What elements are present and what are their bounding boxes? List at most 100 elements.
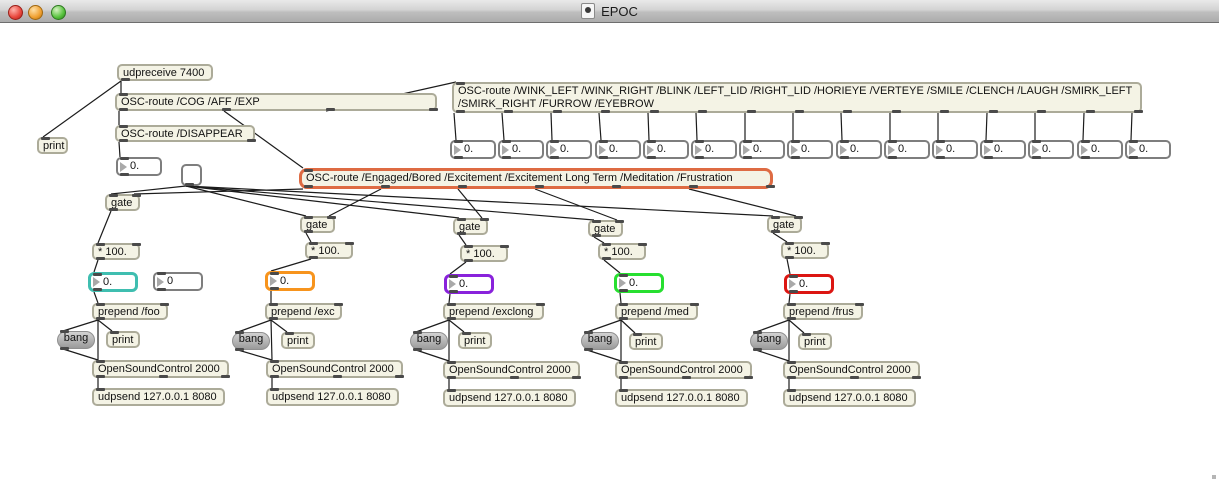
outlet-mark [888,156,897,159]
object-print-1[interactable]: print [106,331,140,348]
object-gate-2[interactable]: gate [300,216,336,233]
outlet-mark [221,375,230,378]
message-bang-1[interactable]: bang [57,330,95,350]
box-label: OpenSoundControl 2000 [789,364,911,376]
object-prepend-exc[interactable]: prepend /exc [265,303,343,320]
message-bang-2[interactable]: bang [232,331,270,351]
object-mult-1[interactable]: * 100. [92,243,141,260]
box-label: gate [306,219,328,231]
object-udpsend-3[interactable]: udpsend 127.0.0.1 8080 [443,389,576,407]
object-osc-3[interactable]: OpenSoundControl 2000 [443,361,581,379]
title-bar[interactable]: EPOC [0,0,1219,23]
box-label: bang [63,332,89,344]
object-print-3[interactable]: print [458,332,492,349]
message-bang-3[interactable]: bang [410,331,448,351]
object-print-2[interactable]: print [281,332,315,349]
message-bang-5[interactable]: bang [750,331,788,351]
outlet-mark [96,317,105,320]
message-bang-4[interactable]: bang [581,331,619,351]
numbox-row-11[interactable]: 0. [932,140,978,159]
object-oscroute-affectiv[interactable]: OSC-route /Engaged/Bored /Excitement /Ex… [299,168,775,189]
object-osc-1[interactable]: OpenSoundControl 2000 [92,360,230,378]
inlet-mark [1129,140,1138,143]
numbox-exclong[interactable]: 0. [444,274,494,294]
box-label: OSC-route /Engaged/Bored /Excitement /Ex… [306,172,733,184]
object-prepend-exclong[interactable]: prepend /exclong [443,303,545,320]
outlet-mark [647,156,656,159]
patch-cord [97,319,113,332]
inlet-mark [888,140,897,143]
outlet-mark [304,230,313,233]
object-prepend-med[interactable]: prepend /med [615,303,699,320]
numbox-int[interactable]: 0 [153,272,203,291]
object-mult-4[interactable]: * 100. [598,243,647,260]
object-osc-4[interactable]: OpenSoundControl 2000 [615,361,753,379]
object-mult-5[interactable]: * 100. [781,242,830,259]
object-udpreceive[interactable]: udpreceive 7400 [117,64,213,81]
numbox-row-10[interactable]: 0. [884,140,930,159]
number-triangle-icon [449,279,456,289]
numbox-row-4[interactable]: 0. [595,140,641,159]
minimize-button[interactable] [28,5,43,20]
blank-button[interactable] [181,164,202,186]
resize-grip[interactable] [1212,475,1216,479]
numbox-row-2[interactable]: 0. [498,140,544,159]
outlet-mark [235,348,244,351]
numbox-exc[interactable]: 0. [265,271,315,291]
numbox-disappear[interactable]: 0. [116,157,162,176]
object-print-4[interactable]: print [629,333,663,350]
number-value: 0. [850,143,860,155]
object-osc-5[interactable]: OpenSoundControl 2000 [783,361,921,379]
box-label: OpenSoundControl 2000 [449,364,571,376]
numbox-row-7[interactable]: 0. [739,140,785,159]
object-prepend-frus[interactable]: prepend /frus [783,303,864,320]
numbox-med[interactable]: 0. [614,273,664,293]
object-gate-1[interactable]: gate [105,194,141,211]
object-mult-2[interactable]: * 100. [305,242,354,259]
object-gate-3[interactable]: gate [453,218,489,235]
object-print-main[interactable]: print [37,137,68,154]
object-oscroute-expressions[interactable]: OSC-route /WINK_LEFT /WINK_RIGHT /BLINK … [452,82,1143,113]
number-triangle-icon [1081,144,1088,155]
numbox-row-13[interactable]: 0. [1028,140,1074,159]
object-osc-2[interactable]: OpenSoundControl 2000 [266,360,404,378]
patch-cord [133,188,304,195]
numbox-row-14[interactable]: 0. [1077,140,1123,159]
patch-cord [786,258,791,275]
patcher-canvas[interactable]: udpreceive 7400 print OSC-route /COG /AFF … [0,23,1219,481]
inlet-mark [502,140,511,143]
numbox-frus[interactable]: 0. [784,274,834,294]
numbox-row-8[interactable]: 0. [787,140,833,159]
numbox-row-3[interactable]: 0. [546,140,592,159]
object-oscroute-cog[interactable]: OSC-route /COG /AFF /EXP [115,93,438,111]
object-prepend-foo[interactable]: prepend /foo [92,303,169,320]
numbox-row-12[interactable]: 0. [980,140,1026,159]
number-triangle-icon [647,144,654,155]
outlet-mark [270,287,279,290]
object-udpsend-1[interactable]: udpsend 127.0.0.1 8080 [92,388,225,406]
object-oscroute-disappear[interactable]: OSC-route /DISAPPEAR [115,125,256,142]
object-udpsend-5[interactable]: udpsend 127.0.0.1 8080 [783,389,916,407]
object-gate-5[interactable]: gate [767,216,803,233]
object-print-5[interactable]: print [798,333,832,350]
numbox-row-6[interactable]: 0. [691,140,737,159]
numbox-row-15[interactable]: 0. [1125,140,1171,159]
object-udpsend-4[interactable]: udpsend 127.0.0.1 8080 [615,389,748,407]
object-gate-4[interactable]: gate [588,220,624,237]
object-mult-3[interactable]: * 100. [460,245,509,262]
object-udpsend-2[interactable]: udpsend 127.0.0.1 8080 [266,388,399,406]
zoom-button[interactable] [51,5,66,20]
outlet-mark [333,375,342,378]
numbox-row-1[interactable]: 0. [450,140,496,159]
outlet-mark [550,156,559,159]
outlet-mark [843,110,852,113]
outlet-mark [269,317,278,320]
numbox-foo[interactable]: 0. [88,272,138,292]
numbox-row-5[interactable]: 0. [643,140,689,159]
close-button[interactable] [8,5,23,20]
inlet-mark [269,303,278,306]
outlet-mark [1081,156,1090,159]
numbox-row-9[interactable]: 0. [836,140,882,159]
outlet-mark [157,288,166,291]
outlet-mark [304,185,313,188]
